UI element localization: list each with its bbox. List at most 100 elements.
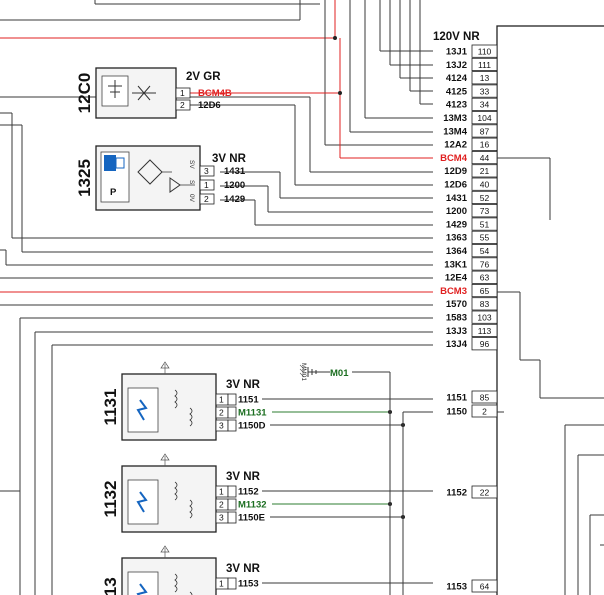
ecu-wire-label: 1151 — [446, 393, 467, 404]
pin-number: 3 — [219, 513, 224, 523]
ecu-pin-number: 103 — [477, 313, 491, 323]
ecu-wire-label: 12A2 — [444, 140, 467, 151]
wire-label: 1150D — [238, 421, 266, 432]
ground-point-label: MM01 — [300, 363, 307, 381]
ecu-pin-number: 54 — [480, 246, 490, 256]
ecu-wire-label: 1363 — [446, 233, 467, 244]
ecu-pin-row[interactable]: 1431 52 — [446, 190, 498, 205]
ecu-pin-number: 16 — [480, 140, 490, 150]
wire-label: 1151 — [238, 395, 259, 406]
wire-label: M1132 — [238, 500, 267, 511]
ecu-pin-number: 76 — [480, 259, 490, 269]
wire-label: 1200 — [224, 180, 245, 191]
ecu-pin-number: 55 — [480, 233, 490, 243]
amplifier-icon — [169, 177, 181, 193]
component-12c0[interactable]: 1 2 12C0 2V GR BCM4B 12D6 — [75, 67, 232, 119]
ecu-wire-label: 13M4 — [443, 126, 467, 137]
ecu-pin-number: 63 — [480, 273, 490, 283]
wire-label: BCM4B — [198, 88, 232, 99]
ecu-wire-label: 1583 — [446, 313, 467, 324]
ecu-wire-label: BCM4 — [440, 153, 468, 164]
ecu-lower-pin-row[interactable]: 1151 85 — [446, 390, 498, 404]
ecu-pin-row[interactable]: 12A2 16 — [444, 137, 498, 151]
component-id: 1325 — [75, 159, 94, 197]
ecu-wire-label: BCM3 — [440, 286, 467, 297]
ecu-pin-number: 33 — [480, 86, 490, 96]
pin-number: 2 — [180, 100, 185, 110]
ecu-wire-label: 1200 — [446, 206, 467, 217]
ecu-wire-label: 4124 — [446, 73, 468, 84]
wire-label: 1431 — [224, 166, 246, 177]
ecu-pin-number: 111 — [478, 60, 491, 70]
component-id: 113 — [101, 577, 120, 595]
connector-label: 3V NR — [226, 563, 261, 575]
connector-label: 2V GR — [186, 71, 221, 83]
wire-label: 12D6 — [198, 100, 221, 111]
connector-label: 3V NR — [212, 153, 247, 165]
ecu-pin-number: 85 — [480, 393, 490, 403]
component-1325[interactable]: P SV S 0V 3 1 2 1325 3V NR 1431 1200 142… — [75, 145, 247, 211]
pin-number: 3 — [204, 166, 209, 176]
ecu-wire-label: 1431 — [446, 193, 468, 204]
ecu-wire-label: 13J2 — [446, 60, 467, 71]
pressure-sensor-icon — [104, 155, 116, 171]
ecu-pin-row[interactable]: 1200 73 — [446, 204, 498, 218]
ecu-wire-label: 12D9 — [444, 166, 467, 177]
ecu-wire-label: 1570 — [446, 299, 467, 310]
ecu-pin-row[interactable]: 12D9 21 — [444, 164, 498, 178]
ecu-pin-number: 73 — [480, 206, 490, 216]
wire-label: 1150E — [238, 513, 265, 524]
ecu-pin-row[interactable]: 1570 83 — [446, 297, 498, 311]
ecu-pin-row[interactable]: 13J2 111 — [446, 57, 498, 71]
ecu-wire-label: 13J4 — [446, 339, 468, 350]
ground-wire-label: M01 — [330, 368, 349, 379]
pin-number: 1 — [180, 88, 185, 98]
ecu-body — [496, 25, 604, 595]
ecu-pin-number: 21 — [480, 166, 490, 176]
ground-m01[interactable]: MM01 M01 — [299, 363, 391, 595]
ecu-pin-row[interactable]: 4125 33 — [446, 84, 498, 98]
coil-icon — [174, 481, 193, 519]
wire-label: 1153 — [238, 579, 259, 590]
ecu-wire-label: 13M3 — [443, 113, 467, 124]
pin-number: 3 — [219, 421, 224, 431]
ecu-wire-label: 13J1 — [446, 47, 468, 58]
sensor-icon — [108, 80, 122, 98]
ecu-pin-number: 83 — [480, 299, 490, 309]
terminal-icon — [160, 361, 170, 374]
ecu-pin-row[interactable]: 1363 55 — [446, 230, 498, 244]
terminal-icon — [160, 545, 170, 558]
ecu-pin-number: 40 — [480, 180, 490, 190]
ecu-wire-label: 4125 — [446, 86, 468, 97]
ecu-pin-row[interactable]: 1583 103 — [446, 310, 498, 324]
spark-icon — [136, 399, 148, 421]
ecu-pin-number: 34 — [480, 100, 490, 110]
ecu-wire-label: 1153 — [446, 582, 467, 593]
ecu-pin-number: 52 — [480, 193, 490, 203]
valve-icon — [132, 85, 156, 101]
ecu-pin-number: 113 — [478, 326, 492, 336]
ecu-pin-number: 51 — [480, 219, 490, 229]
